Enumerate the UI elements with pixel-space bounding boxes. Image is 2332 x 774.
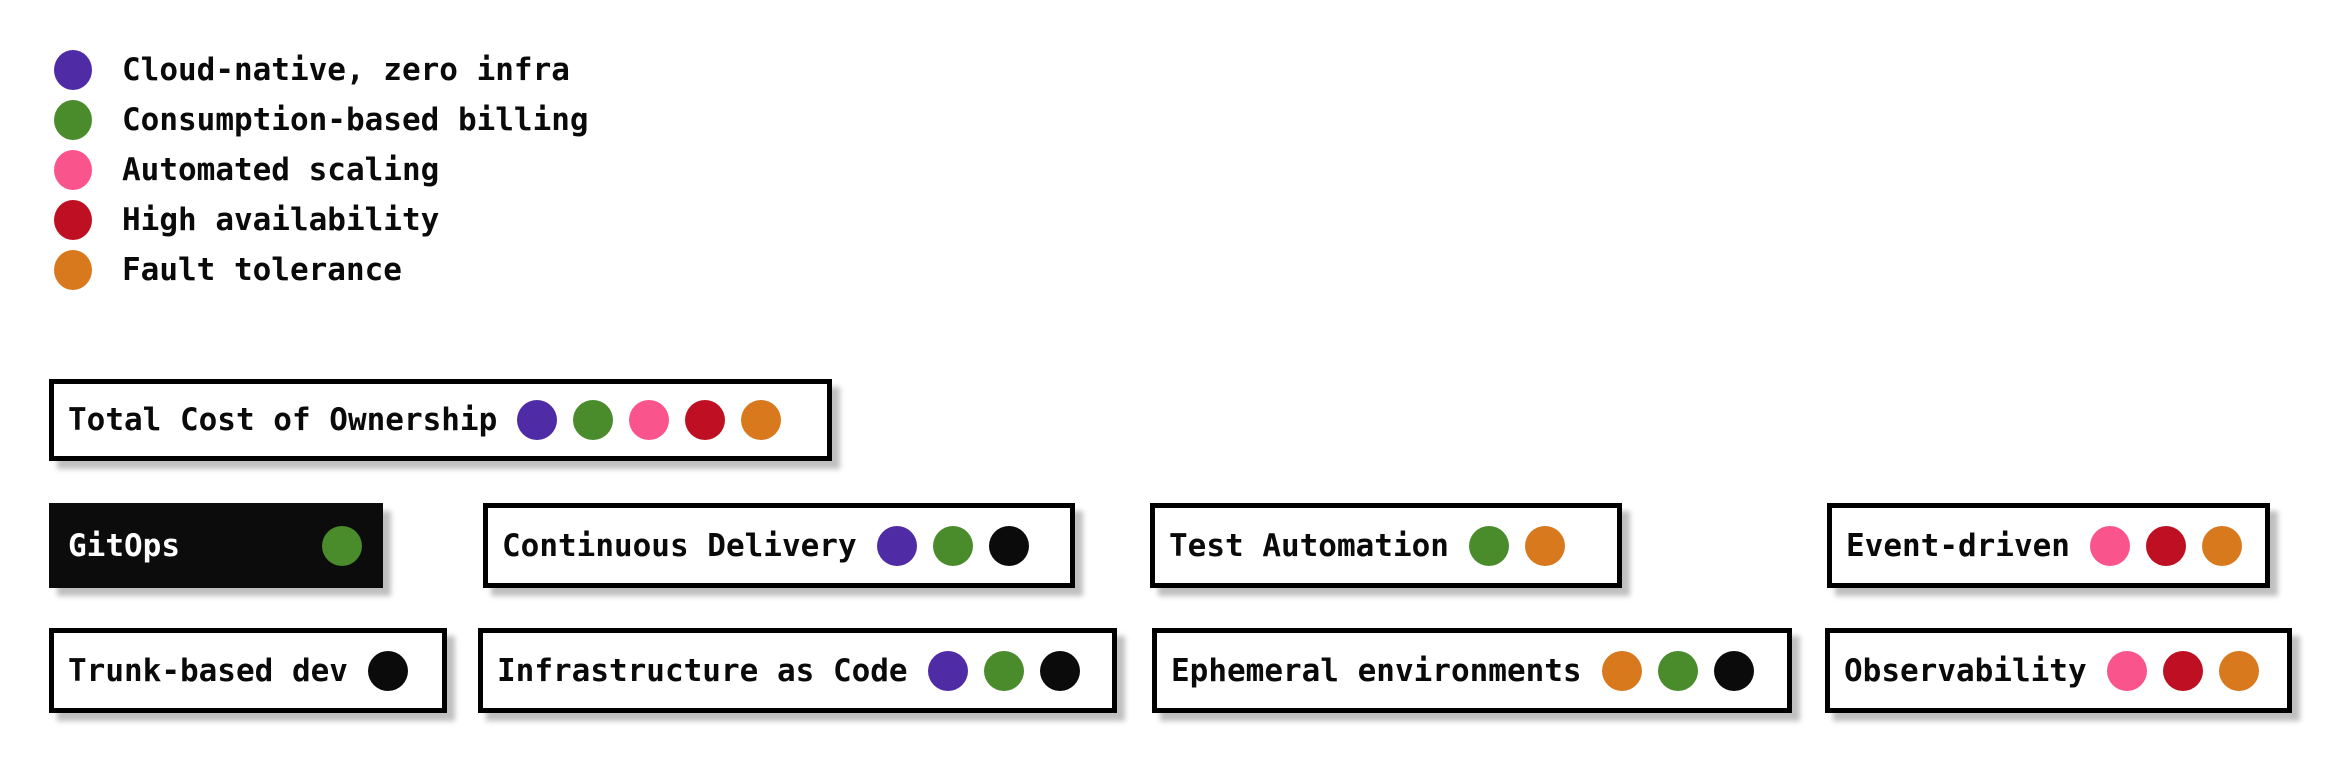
black-dot-icon — [367, 650, 408, 691]
node-event-driven: Event-driven — [1827, 503, 2270, 588]
legend-item-high-availability: High availability — [54, 195, 589, 245]
purple-dot-icon — [927, 650, 968, 691]
capability-dots — [322, 525, 362, 566]
pink-dot-icon — [2106, 650, 2147, 691]
pink-dot-icon — [2089, 525, 2130, 566]
node-gitops: GitOps — [49, 503, 383, 588]
orange-dot-icon — [2218, 650, 2259, 691]
legend-item-cloud-native: Cloud-native, zero infra — [54, 45, 589, 95]
node-total-cost-of-ownership: Total Cost of Ownership — [49, 379, 832, 461]
node-label: Total Cost of Ownership — [68, 402, 498, 438]
orange-dot-icon — [54, 250, 92, 290]
capability-dots — [367, 650, 408, 691]
purple-dot-icon — [876, 525, 917, 566]
green-dot-icon — [983, 650, 1024, 691]
node-test-automation: Test Automation — [1150, 503, 1622, 588]
capability-dots — [1601, 650, 1754, 691]
red-dot-icon — [2162, 650, 2203, 691]
black-dot-icon — [1039, 650, 1080, 691]
green-dot-icon — [932, 525, 973, 566]
black-dot-icon — [1713, 650, 1754, 691]
node-label: Test Automation — [1169, 527, 1449, 564]
legend-label: Automated scaling — [122, 152, 440, 188]
green-dot-icon — [1468, 525, 1509, 566]
node-label: Observability — [1844, 652, 2087, 689]
green-dot-icon — [573, 400, 614, 440]
orange-dot-icon — [1524, 525, 1565, 566]
node-infrastructure-as-code: Infrastructure as Code — [478, 628, 1117, 713]
legend: Cloud-native, zero infra Consumption-bas… — [54, 45, 589, 295]
node-ephemeral-environments: Ephemeral environments — [1152, 628, 1792, 713]
black-dot-icon — [988, 525, 1029, 566]
green-dot-icon — [54, 100, 92, 140]
legend-item-consumption-billing: Consumption-based billing — [54, 95, 589, 145]
capability-dots — [2089, 525, 2242, 566]
red-dot-icon — [685, 400, 726, 440]
node-trunk-based-dev: Trunk-based dev — [49, 628, 447, 713]
red-dot-icon — [2145, 525, 2186, 566]
node-continuous-delivery: Continuous Delivery — [483, 503, 1075, 588]
legend-label: Fault tolerance — [122, 252, 402, 288]
capability-dots — [876, 525, 1029, 566]
capability-dots — [517, 400, 782, 440]
node-label: Trunk-based dev — [68, 652, 348, 689]
legend-item-fault-tolerance: Fault tolerance — [54, 245, 589, 295]
legend-item-automated-scaling: Automated scaling — [54, 145, 589, 195]
capability-dots — [2106, 650, 2259, 691]
purple-dot-icon — [517, 400, 558, 440]
red-dot-icon — [54, 200, 92, 240]
orange-dot-icon — [2201, 525, 2242, 566]
node-label: Event-driven — [1846, 527, 2070, 564]
node-label: Infrastructure as Code — [497, 652, 908, 689]
green-dot-icon — [1657, 650, 1698, 691]
legend-label: Cloud-native, zero infra — [122, 52, 570, 88]
legend-label: High availability — [122, 202, 440, 238]
node-label: Ephemeral environments — [1171, 652, 1582, 689]
legend-label: Consumption-based billing — [122, 102, 589, 138]
pink-dot-icon — [629, 400, 670, 440]
pink-dot-icon — [54, 150, 92, 190]
orange-dot-icon — [741, 400, 782, 440]
node-observability: Observability — [1825, 628, 2292, 713]
node-label: GitOps — [68, 527, 180, 564]
capability-dots — [1468, 525, 1565, 566]
green-dot-icon — [322, 525, 362, 566]
node-label: Continuous Delivery — [502, 527, 857, 564]
capability-dots — [927, 650, 1080, 691]
purple-dot-icon — [54, 50, 92, 90]
orange-dot-icon — [1601, 650, 1642, 691]
